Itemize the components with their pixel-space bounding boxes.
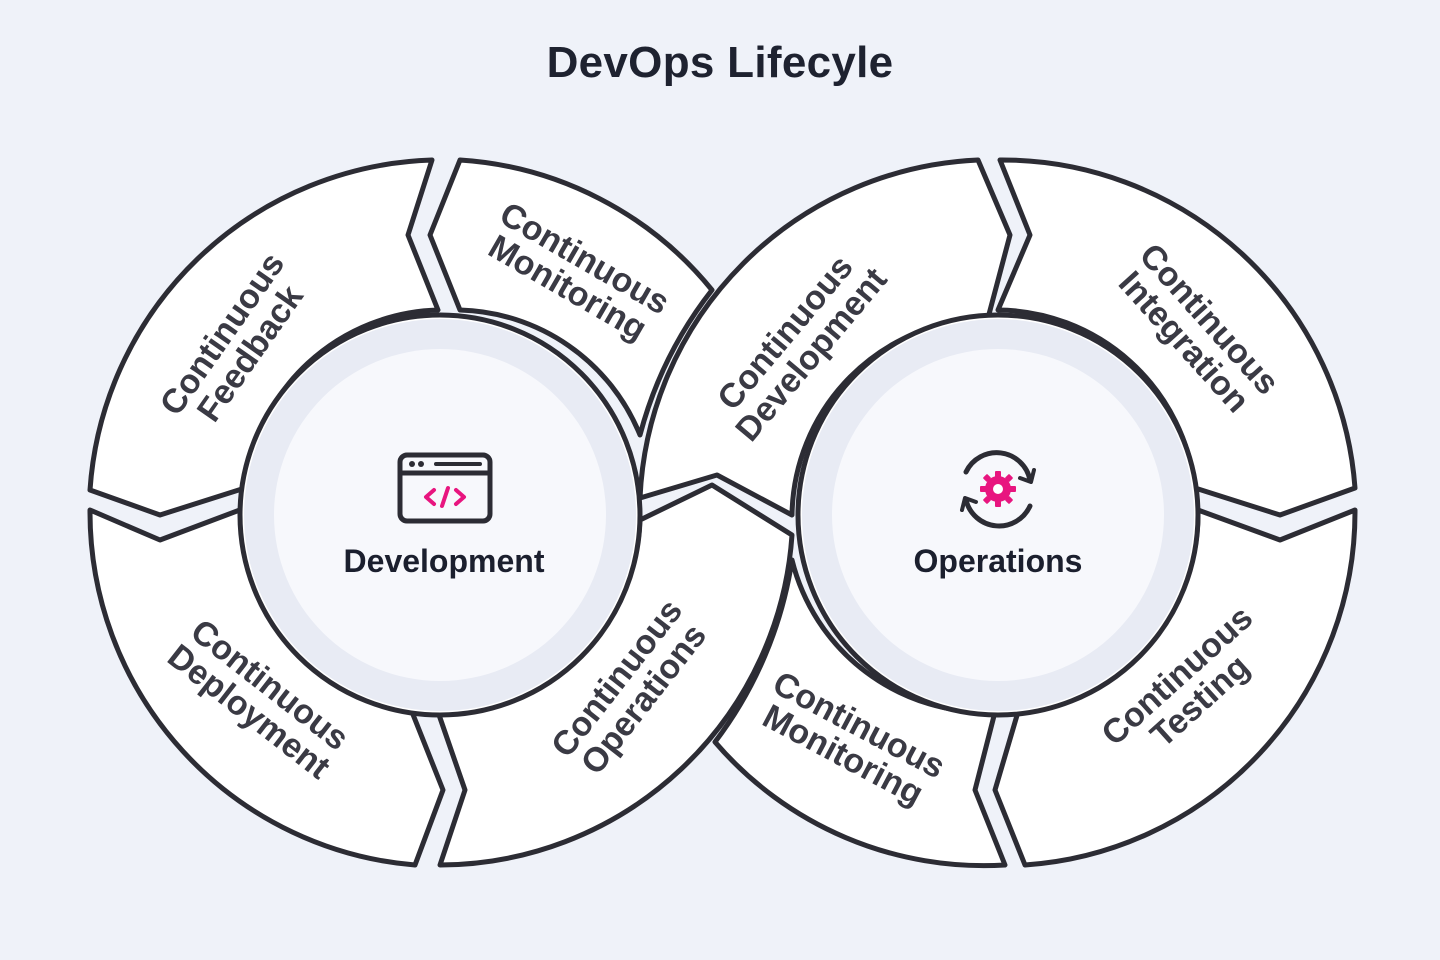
segment-continuous-monitoring-left (427, 157, 715, 438)
operations-hub (795, 312, 1201, 718)
segment-continuous-integration (995, 157, 1358, 518)
development-label: Development (344, 543, 545, 579)
code-window-icon (397, 452, 493, 524)
gear-cycle-icon (960, 450, 1036, 529)
page-title: DevOps Lifecyle (546, 38, 894, 87)
operations-label: Operations (914, 543, 1083, 579)
development-hub (237, 312, 643, 718)
segment-continuous-development (637, 157, 1013, 518)
